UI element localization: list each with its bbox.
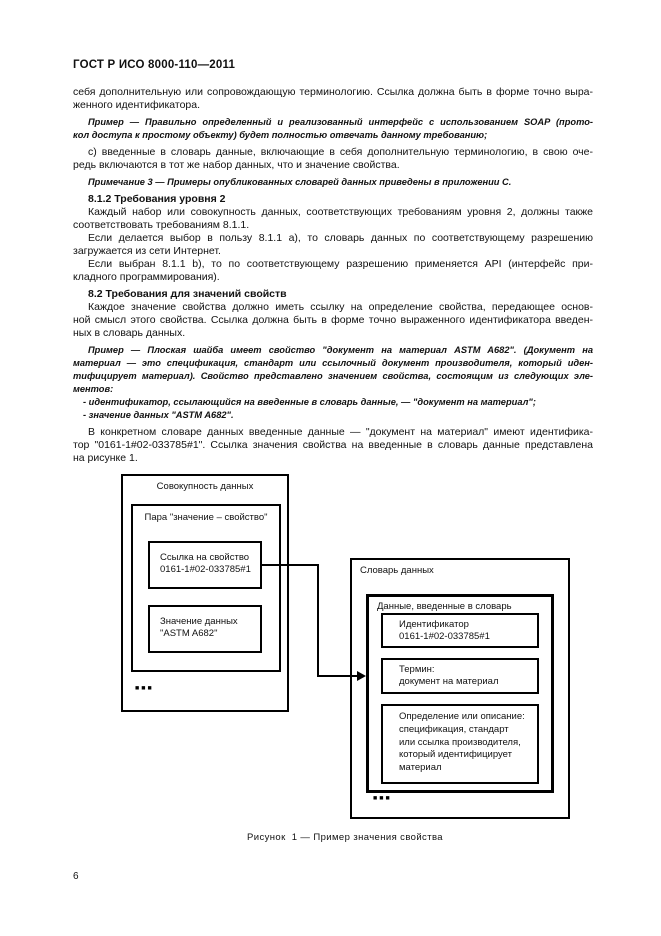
property-reference-text: Ссылка на свойство 0161-1#02-033785#1: [160, 552, 251, 575]
term-box: [381, 658, 539, 694]
paragraph-note: Примечание 3 — Примеры опубликованных сл…: [73, 176, 593, 189]
paragraph-body: с) введенные в словарь данные, включающи…: [73, 146, 593, 172]
paragraph-heading: 8.1.2 Требования уровня 2: [73, 193, 593, 206]
text-line: ных в словарь данных.: [73, 327, 186, 339]
page-number: 6: [73, 871, 79, 882]
text-line: Каждый набор или совокупность данных, со…: [88, 206, 593, 218]
text-line: с) введенные в словарь данные, включающи…: [88, 146, 593, 158]
term-text: Термин: документ на материал: [399, 664, 499, 687]
text-line: себя дополнительную или сопровождающую т…: [73, 86, 593, 98]
definition-box: [381, 704, 539, 784]
text-line: Если делается выбор в пользу 8.1.1 а), т…: [88, 232, 593, 244]
connector-line-horizontal-1: [262, 564, 319, 566]
ellipsis-dots-right: ■■■: [373, 795, 392, 802]
definition-text: Определение или описание: спецификация, …: [399, 711, 525, 774]
text-line: кол доступа к простому объекту) будет по…: [73, 130, 488, 140]
paragraph-body: Каждое значение свойства должно иметь сс…: [73, 301, 593, 340]
paragraph-heading: 8.2 Требования для значений свойств: [73, 288, 593, 301]
pair-box-label: Пара "значение – свойство": [144, 512, 268, 523]
text-line: соответствовать требованиям 8.1.1.: [73, 219, 250, 231]
connector-line-horizontal-2: [317, 675, 358, 677]
text-line: кладного программирования).: [73, 271, 220, 283]
text-line: тифицирует материал). Свойство представл…: [73, 371, 593, 381]
text-line: 8.2 Требования для значений свойств: [88, 288, 287, 300]
data-value-text: Значение данных "ASTM A682": [160, 616, 238, 639]
property-reference-box: [148, 541, 262, 589]
text-line: - идентификатор, ссылающийся на введенны…: [83, 397, 536, 407]
identifier-box: [381, 613, 539, 648]
document-title: ГОСТ Р ИСО 8000-110—2011: [73, 59, 236, 71]
paragraph-body: Если делается выбор в пользу 8.1.1 а), т…: [73, 232, 593, 258]
paragraph-body: Если выбран 8.1.1 b), то по соответствую…: [73, 258, 593, 284]
body-text: себя дополнительную или сопровождающую т…: [73, 86, 593, 465]
dictionary-box-label: Словарь данных: [360, 565, 434, 576]
text-line: женного идентификатора.: [73, 99, 201, 111]
text-line: редь включаются в тот же набор данных, ч…: [73, 159, 400, 171]
paragraph-example: Пример — Правильно определенный и реализ…: [73, 116, 593, 142]
text-line: В конкретном словаре данных введенные да…: [88, 426, 593, 438]
text-line: загружается из сети Интернет.: [73, 245, 221, 257]
arrow-right-icon: [357, 670, 366, 681]
paragraph-body: Каждый набор или совокупность данных, со…: [73, 206, 593, 232]
figure-1-diagram: Совокупность данных Пара "значение – сво…: [73, 471, 593, 823]
text-line: Пример — Правильно определенный и реализ…: [88, 117, 593, 127]
dataset-box-label: Совокупность данных: [156, 481, 254, 492]
text-line: Каждое значение свойства должно иметь сс…: [88, 301, 593, 313]
text-line: Примечание 3 — Примеры опубликованных сл…: [88, 177, 512, 187]
text-line: ментов:: [73, 384, 114, 394]
connector-line-vertical: [317, 564, 319, 677]
text-line: на рисунке 1.: [73, 452, 138, 464]
text-line: Пример — Плоская шайба имеет свойство "д…: [88, 345, 593, 355]
text-line: тор "0161-1#02-033785#1". Ссылка значени…: [73, 439, 593, 451]
paragraph-body: себя дополнительную или сопровождающую т…: [73, 86, 593, 112]
ellipsis-dots-left: ■■■: [135, 685, 154, 692]
data-value-box: [148, 605, 262, 653]
text-line: - значение данных "ASTM A682".: [83, 410, 234, 420]
text-line: материал — это спецификация, стандарт ил…: [73, 358, 593, 368]
identifier-text: Идентификатор 0161-1#02-033785#1: [399, 619, 490, 642]
text-line: Если выбран 8.1.1 b), то по соответствую…: [88, 258, 593, 270]
figure-caption: Рисунок 1 — Пример значения свойства: [247, 832, 443, 843]
text-line: ной смысл этого свойства. Ссылка должна …: [73, 314, 593, 326]
paragraph-example: Пример — Плоская шайба имеет свойство "д…: [73, 344, 593, 422]
paragraph-body: В конкретном словаре данных введенные да…: [73, 426, 593, 465]
dictionary-entry-box-label: Данные, введенные в словарь: [377, 601, 512, 612]
text-line: 8.1.2 Требования уровня 2: [88, 193, 226, 205]
